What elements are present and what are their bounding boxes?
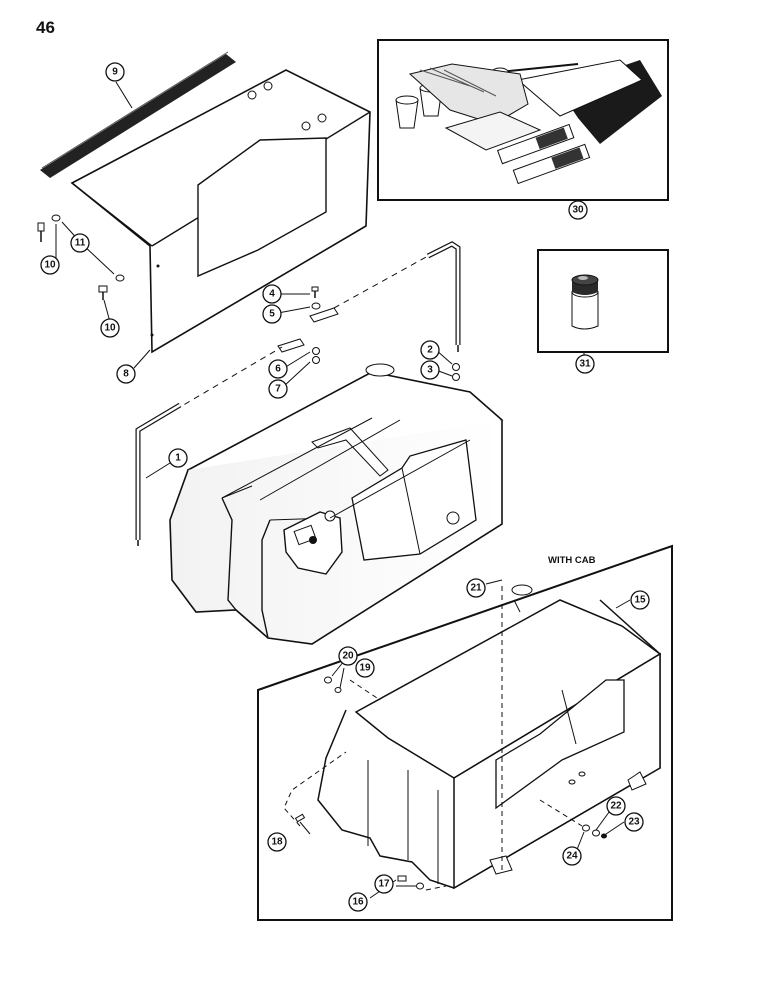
svg-text:31: 31: [579, 359, 591, 370]
callout-9: 9: [105, 62, 125, 82]
callout-18: 18: [267, 832, 287, 852]
callout-30: 30: [568, 200, 588, 220]
page-number: 46: [36, 18, 55, 37]
svg-text:5: 5: [269, 309, 275, 320]
washer-6: [312, 347, 320, 355]
svg-text:20: 20: [342, 651, 354, 662]
callout-2: 2: [420, 340, 440, 360]
callout-11: 11: [70, 233, 90, 253]
washer-2: [452, 363, 460, 371]
inset-30-repair-kit: [377, 39, 669, 201]
callout-19: 19: [355, 658, 375, 678]
inset-with-cab: WITH CAB: [257, 544, 673, 921]
top-cover-panel: [70, 69, 371, 354]
svg-text:10: 10: [104, 323, 116, 334]
bolt-4: [311, 286, 319, 298]
washer-11-upper: [51, 214, 61, 222]
svg-text:6: 6: [275, 364, 281, 375]
rubber-strip: [40, 51, 236, 178]
svg-text:21: 21: [470, 583, 482, 594]
svg-text:10: 10: [44, 260, 56, 271]
callout-8: 8: [116, 364, 136, 384]
callout-15: 15: [630, 590, 650, 610]
svg-text:7: 7: [275, 384, 281, 395]
callout-1: 1: [168, 448, 188, 468]
svg-text:19: 19: [359, 663, 371, 674]
svg-text:4: 4: [269, 289, 275, 300]
svg-text:17: 17: [378, 879, 390, 890]
callout-5: 5: [262, 304, 282, 324]
svg-text:30: 30: [572, 205, 584, 216]
svg-text:3: 3: [427, 365, 433, 376]
callout-10-lower: 10: [100, 318, 120, 338]
inset-31-container: [537, 249, 669, 353]
svg-text:8: 8: [123, 369, 129, 380]
callout-31: 31: [575, 354, 595, 374]
svg-text:2: 2: [427, 345, 433, 356]
strap-left: [135, 402, 182, 546]
nut-7: [312, 356, 320, 364]
svg-text:15: 15: [634, 595, 646, 606]
callout-3: 3: [420, 360, 440, 380]
callout-20: 20: [338, 646, 358, 666]
svg-text:24: 24: [566, 851, 578, 862]
with-cab-label: WITH CAB: [548, 555, 596, 566]
svg-text:16: 16: [352, 897, 364, 908]
callout-17: 17: [374, 874, 394, 894]
callout-23: 23: [624, 812, 644, 832]
screw-10-upper: [37, 222, 45, 242]
callout-16: 16: [348, 892, 368, 912]
nut-3: [452, 373, 460, 381]
callout-21: 21: [466, 578, 486, 598]
screw-10-lower: [98, 285, 108, 300]
spacer-lower: [277, 338, 305, 353]
fuel-tank: [169, 363, 504, 645]
callout-22: 22: [606, 796, 626, 816]
svg-text:9: 9: [112, 67, 118, 78]
callout-7: 7: [268, 379, 288, 399]
spacer-upper: [309, 307, 339, 323]
callout-4: 4: [262, 284, 282, 304]
washer-11-lower: [115, 274, 125, 282]
strap-right: [426, 241, 461, 352]
assembly-lines: [174, 255, 429, 411]
svg-text:22: 22: [610, 801, 622, 812]
svg-text:11: 11: [75, 238, 86, 249]
callout-6: 6: [268, 359, 288, 379]
callout-24: 24: [562, 846, 582, 866]
svg-text:18: 18: [271, 837, 283, 848]
svg-text:1: 1: [175, 453, 181, 464]
callout-10-upper: 10: [40, 255, 60, 275]
washer-5: [311, 302, 321, 310]
svg-text:23: 23: [628, 817, 640, 828]
